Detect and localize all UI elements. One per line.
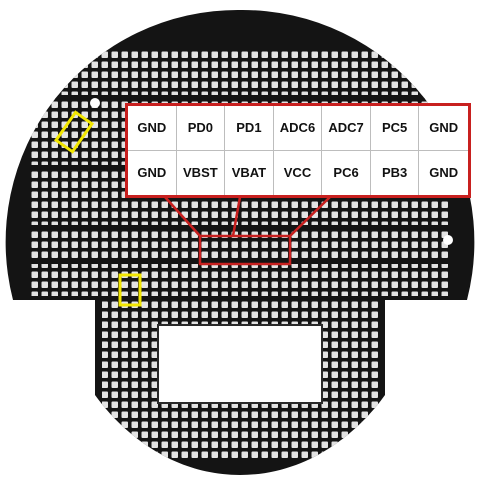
pin-label: PC6 [322, 150, 371, 195]
pin-label: PC5 [370, 106, 420, 151]
mounting-hole-right [443, 235, 453, 245]
pin-label-table: GND PD0 PD1 ADC6 ADC7 PC5 GND GND VBST V… [125, 103, 471, 198]
highlight-box-left [53, 110, 95, 154]
pin-label: ADC6 [273, 106, 323, 151]
pin-label: ADC7 [322, 106, 371, 151]
pin-label: GND [128, 106, 177, 151]
pin-header-outline [198, 234, 292, 266]
highlight-box-lower [118, 273, 142, 307]
pin-label: GND [128, 150, 177, 195]
pin-label: GND [429, 165, 459, 181]
pin-label: PB3 [371, 150, 420, 195]
pin-label: VCC [274, 150, 323, 195]
pin-label: VBAT [225, 150, 274, 195]
pin-label: VBST [177, 150, 226, 195]
mounting-hole-left [90, 98, 100, 108]
pin-label: PD0 [176, 106, 226, 151]
board-cutout [157, 324, 323, 404]
pin-label: GND [419, 106, 468, 151]
pin-label: PD1 [225, 106, 274, 151]
callout-connector [164, 196, 331, 237]
